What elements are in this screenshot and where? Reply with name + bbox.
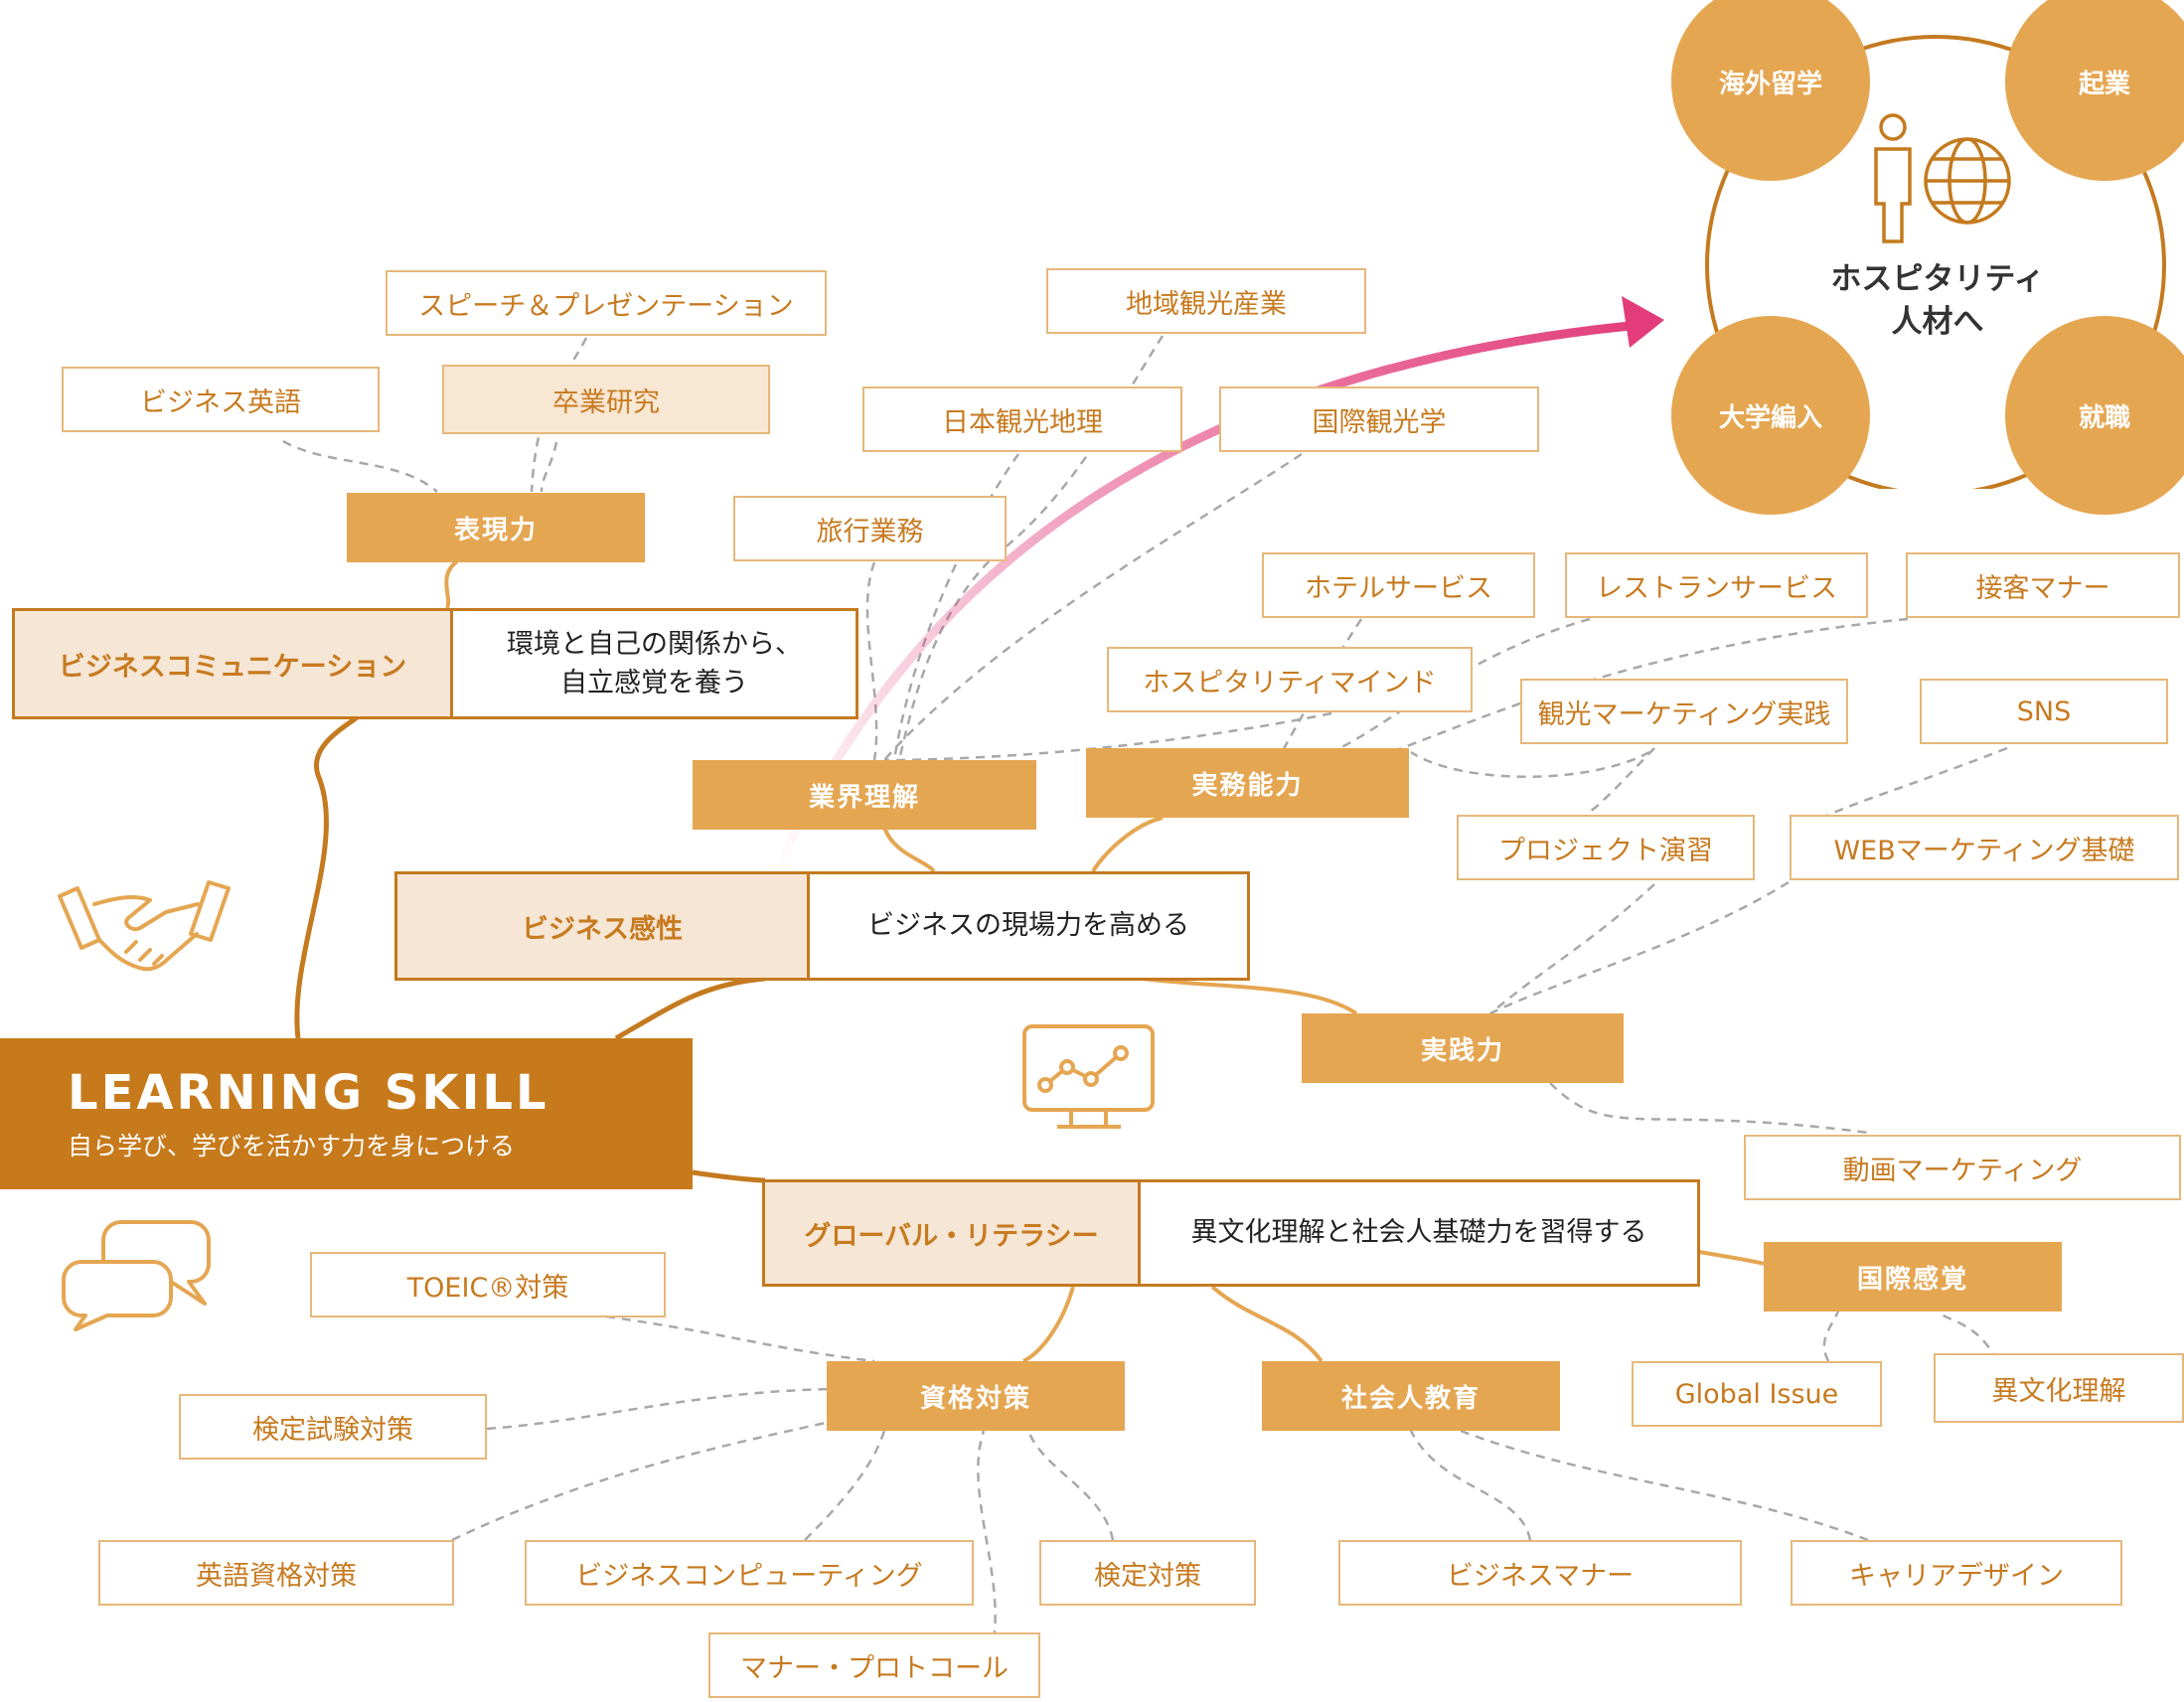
leaf-hotel-service: ホテルサービス xyxy=(1262,552,1535,618)
goal-study-abroad: 海外留学 xyxy=(1671,0,1870,181)
goal-entrepreneur: 起業 xyxy=(2005,0,2184,181)
hub-industry: 業界理解 xyxy=(693,760,1036,830)
leaf-business-computing: ビジネスコンピューティング xyxy=(525,1540,974,1606)
monitor-chart-icon xyxy=(1022,1024,1155,1129)
category-global-literacy: グローバル・リテラシー 異文化理解と社会人基礎力を習得する xyxy=(762,1179,1700,1287)
category-business-sense-desc: ビジネスの現場力を高める xyxy=(867,910,1189,942)
leaf-english-qual: 英語資格対策 xyxy=(98,1540,454,1606)
goal-entrepreneur-label: 起業 xyxy=(2078,69,2130,99)
category-business-communication-desc: 環境と自己の関係から、 自立感覚を養う xyxy=(507,628,802,698)
leaf-business-english: ビジネス英語 xyxy=(62,367,380,432)
leaf-global-issue: Global Issue xyxy=(1632,1361,1882,1427)
learning-skill-main: LEARNING SKILL 自ら学び、学びを活かす力を身につける xyxy=(0,1038,693,1189)
leaf-video-marketing: 動画マーケティング xyxy=(1744,1135,2181,1200)
leaf-manner-protocol: マナー・プロトコール xyxy=(708,1632,1040,1698)
leaf-graduation-research: 卒業研究 xyxy=(442,365,770,434)
leaf-web-marketing: WEBマーケティング基礎 xyxy=(1790,815,2179,880)
category-business-communication-title: ビジネスコミュニケーション xyxy=(15,611,453,716)
leaf-tourism-marketing: 観光マーケティング実践 xyxy=(1520,679,1848,744)
hub-qualification: 資格対策 xyxy=(827,1361,1125,1431)
goal-ring xyxy=(1705,35,2166,489)
category-global-literacy-desc: 異文化理解と社会人基礎力を習得する xyxy=(1190,1217,1647,1249)
leaf-customer-manners: 接客マナー xyxy=(1906,552,2180,618)
leaf-intl-tourism: 国際観光学 xyxy=(1219,387,1539,452)
hub-practice: 実践力 xyxy=(1302,1013,1624,1083)
leaf-travel-business: 旅行業務 xyxy=(733,496,1007,561)
goal-title: ホスピタリティ 人材へ xyxy=(1830,261,2045,341)
goal-employment-label: 就職 xyxy=(2078,402,2130,433)
leaf-restaurant-service: レストランサービス xyxy=(1565,552,1868,618)
leaf-toeic: TOEIC®対策 xyxy=(310,1252,666,1317)
leaf-regional-tourism: 地域観光産業 xyxy=(1046,268,1366,334)
hub-practical-ability: 実務能力 xyxy=(1086,748,1409,818)
leaf-business-manner: ビジネスマナー xyxy=(1338,1540,1742,1606)
category-global-literacy-title: グローバル・リテラシー xyxy=(765,1182,1141,1284)
goal-university-transfer-label: 大学編入 xyxy=(1718,402,1822,433)
person-globe-icon xyxy=(1874,113,2011,243)
category-business-sense-title: ビジネス感性 xyxy=(397,874,810,978)
handshake-icon xyxy=(58,880,231,972)
goal-employment: 就職 xyxy=(2005,316,2184,515)
leaf-exam-prep: 検定試験対策 xyxy=(179,1394,487,1460)
leaf-cross-culture: 異文化理解 xyxy=(1934,1353,2184,1423)
leaf-japan-geography: 日本観光地理 xyxy=(862,387,1182,452)
hub-social-education: 社会人教育 xyxy=(1262,1361,1560,1431)
main-subtitle: 自ら学び、学びを活かす力を身につける xyxy=(68,1132,516,1160)
speech-bubbles-icon xyxy=(62,1220,211,1331)
leaf-hospitality-mind: ホスピタリティマインド xyxy=(1107,647,1473,712)
goal-study-abroad-label: 海外留学 xyxy=(1718,69,1822,99)
main-title: LEARNING SKILL xyxy=(68,1065,549,1121)
hub-international-sense: 国際感覚 xyxy=(1764,1242,2062,1312)
leaf-career-design: キャリアデザイン xyxy=(1791,1540,2122,1606)
leaf-certification: 検定対策 xyxy=(1039,1540,1256,1606)
leaf-sns: SNS xyxy=(1920,679,2168,744)
leaf-speech: スピーチ＆プレゼンテーション xyxy=(386,270,827,336)
hub-expression: 表現力 xyxy=(347,493,645,562)
category-business-communication: ビジネスコミュニケーション 環境と自己の関係から、 自立感覚を養う xyxy=(12,608,858,719)
leaf-project-practice: プロジェクト演習 xyxy=(1457,815,1755,880)
category-business-sense: ビジネス感性 ビジネスの現場力を高める xyxy=(394,871,1250,981)
goal-university-transfer: 大学編入 xyxy=(1671,316,1870,515)
